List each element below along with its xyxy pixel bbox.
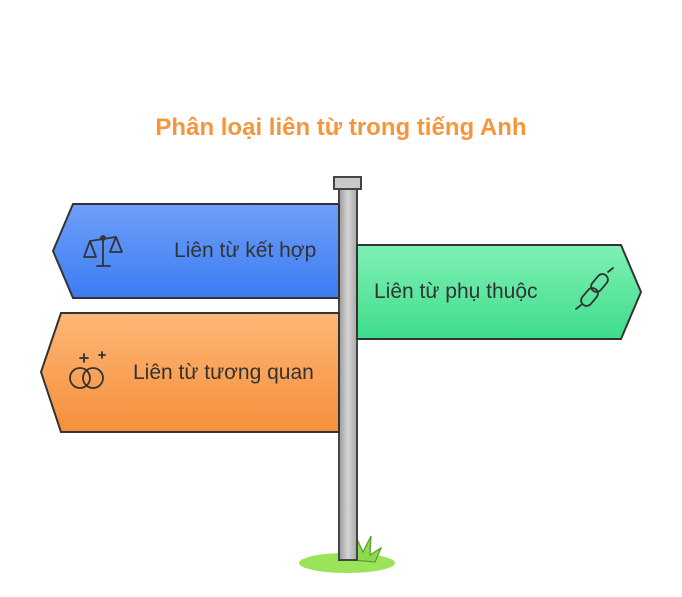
sign-correlative xyxy=(39,312,340,433)
sign-label-coordinating: Liên từ kết hợp xyxy=(174,239,317,262)
balance-scale-icon xyxy=(83,235,123,267)
sign-label-subordinating: Liên từ phụ thuộc xyxy=(374,280,538,303)
rings-icon xyxy=(69,351,106,389)
sign-subordinating xyxy=(356,244,643,340)
signpost-pole xyxy=(338,182,358,561)
sign-coordinating xyxy=(51,203,340,299)
signpost-pole-cap xyxy=(333,176,362,190)
sign-label-correlative: Liên từ tương quan xyxy=(133,361,314,384)
chain-link-icon xyxy=(575,267,614,310)
diagram-title: Phân loại liên từ trong tiếng Anh xyxy=(155,114,527,141)
